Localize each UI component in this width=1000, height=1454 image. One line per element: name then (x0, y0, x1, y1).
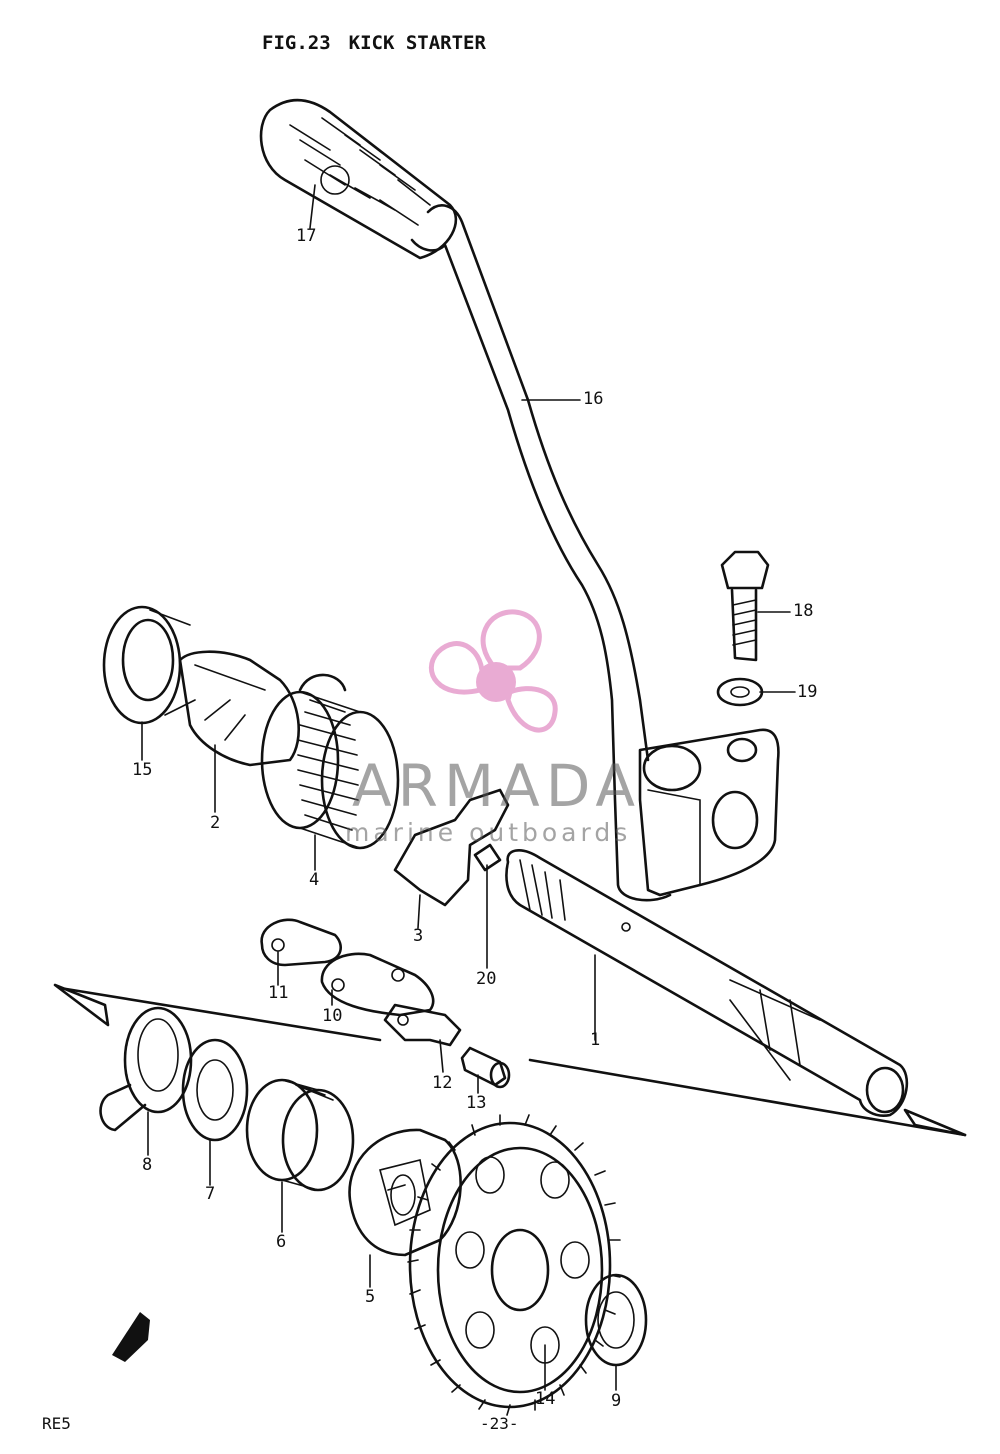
coil-spring (245, 1078, 355, 1192)
assembly-lines (53, 983, 967, 1137)
callout-15: 15 (132, 760, 153, 780)
page-number: -23- (480, 1414, 519, 1433)
callout-4: 4 (309, 870, 320, 890)
kick-gear (407, 1114, 621, 1416)
callout-8: 8 (142, 1155, 153, 1175)
tab-washer (99, 1006, 193, 1132)
drive-gear (348, 1128, 462, 1257)
forward-arrow-icon (112, 1312, 150, 1362)
callout-9: 9 (611, 1391, 622, 1411)
callout-5: 5 (365, 1287, 376, 1307)
watermark-tagline: marine outboards (345, 818, 632, 847)
leader-lines (141, 184, 796, 1391)
lever-bolt (720, 550, 770, 662)
lever-washer (716, 677, 764, 707)
callout-1: 1 (590, 1030, 601, 1050)
starter-guide (393, 788, 510, 907)
callout-19: 19 (797, 682, 818, 702)
propeller-icon (428, 609, 558, 733)
watermark-name: ARMADA (352, 752, 642, 820)
kick-shaft (505, 849, 909, 1117)
callout-6: 6 (276, 1232, 287, 1252)
section-title: KICK STARTER (348, 32, 486, 54)
callout-2: 2 (210, 813, 221, 833)
callout-14: 14 (535, 1389, 556, 1409)
spring-guide (178, 650, 301, 767)
screw (460, 1046, 511, 1089)
callout-3: 3 (413, 926, 424, 946)
callout-7: 7 (205, 1184, 216, 1204)
kick-grip (259, 98, 458, 260)
pin (473, 843, 502, 872)
page-title: FIG.23 KICK STARTER (262, 32, 486, 54)
thrust-washer (181, 1038, 249, 1142)
ratchet-plates (260, 918, 462, 1047)
model-code: RE5 (42, 1414, 71, 1433)
return-spring (260, 673, 400, 850)
callout-10: 10 (322, 1006, 343, 1026)
callout-13: 13 (466, 1093, 487, 1113)
callout-17: 17 (296, 226, 317, 246)
callout-11: 11 (268, 983, 289, 1003)
callout-12: 12 (432, 1073, 453, 1093)
callout-20: 20 (476, 969, 497, 989)
callout-16: 16 (583, 389, 604, 409)
figure-number: FIG.23 (262, 32, 331, 54)
callout-18: 18 (793, 601, 814, 621)
